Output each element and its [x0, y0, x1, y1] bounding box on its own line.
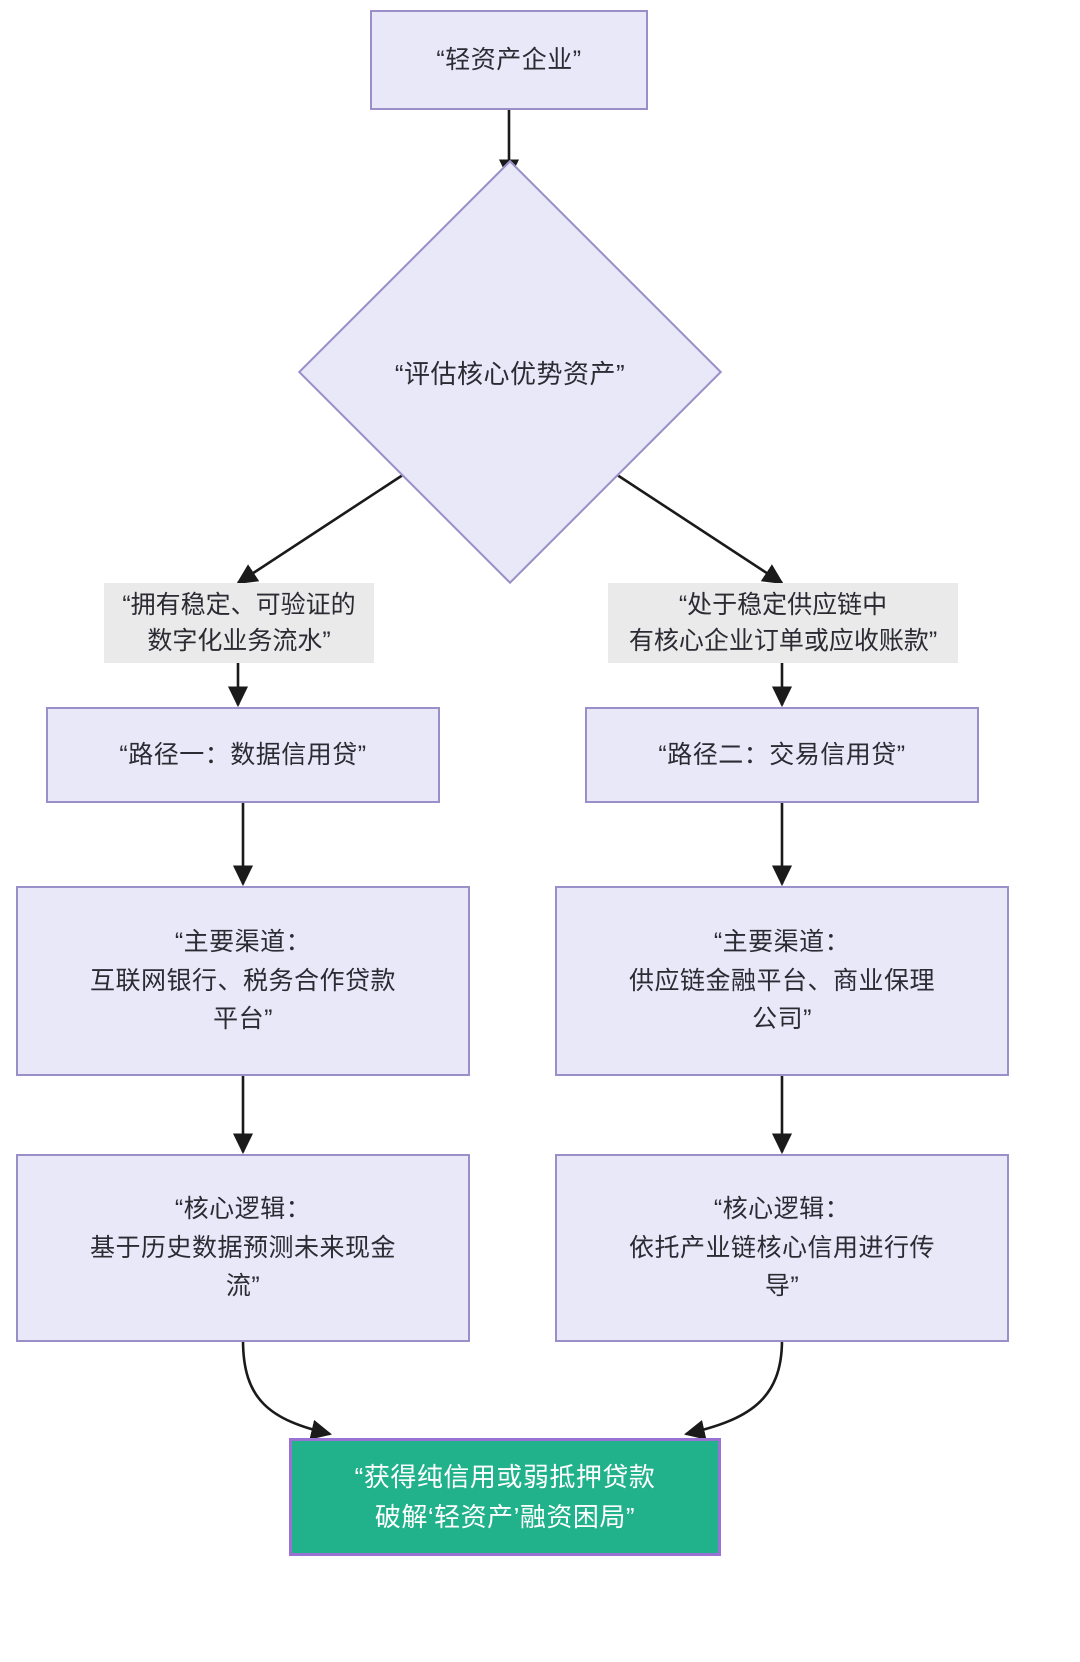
node-logic1[interactable]: “核心逻辑： 基于历史数据预测未来现金 流” [16, 1154, 470, 1342]
edge-logic1-to-result [241, 1339, 333, 1440]
node-logic2-label: “核心逻辑： 依托产业链核心信用进行传 导” [628, 1194, 935, 1301]
edge-label-left-branch: “拥有稳定、可验证的 数字化业务流水” [104, 583, 374, 663]
node-path1[interactable]: “路径一：数据信用贷” [46, 707, 440, 803]
node-decision-label: “评估核心优势资产” [394, 358, 626, 389]
node-path1-label: “路径一：数据信用贷” [119, 740, 367, 769]
edge-logic2-to-result [683, 1339, 784, 1440]
node-path2[interactable]: “路径二：交易信用贷” [585, 707, 979, 803]
node-result-label: “获得纯信用或弱抵押贷款 破解‘轻资产’融资困局” [354, 1461, 656, 1532]
node-channel2-label: “主要渠道： 供应链金融平台、商业保理 公司” [628, 927, 935, 1034]
node-decision[interactable]: “评估核心优势资产” [297, 159, 723, 585]
node-result[interactable]: “获得纯信用或弱抵押贷款 破解‘轻资产’融资困局” [289, 1438, 721, 1556]
node-logic1-label: “核心逻辑： 基于历史数据预测未来现金 流” [89, 1194, 396, 1301]
node-channel2[interactable]: “主要渠道： 供应链金融平台、商业保理 公司” [555, 886, 1009, 1076]
node-path2-label: “路径二：交易信用贷” [658, 740, 906, 769]
node-start-label: “轻资产企业” [436, 45, 582, 74]
node-start[interactable]: “轻资产企业” [370, 10, 648, 110]
node-logic2[interactable]: “核心逻辑： 依托产业链核心信用进行传 导” [555, 1154, 1009, 1342]
node-channel1[interactable]: “主要渠道： 互联网银行、税务合作贷款 平台” [16, 886, 470, 1076]
edge-label-left-branch-text: “拥有稳定、可验证的 数字化业务流水” [122, 590, 356, 655]
edge-label-right-branch: “处于稳定供应链中 有核心企业订单或应收账款” [608, 583, 958, 663]
edge-label-right-branch-text: “处于稳定供应链中 有核心企业订单或应收账款” [628, 590, 938, 655]
node-channel1-label: “主要渠道： 互联网银行、税务合作贷款 平台” [89, 927, 396, 1034]
